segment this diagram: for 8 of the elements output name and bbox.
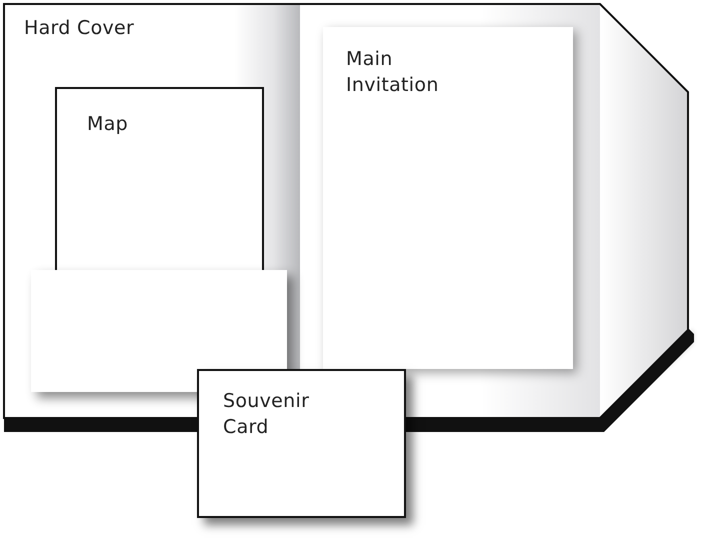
insert-card — [55, 87, 264, 270]
card-label: Map — [87, 112, 128, 137]
pocket-card — [31, 270, 287, 392]
card-label: Souvenir Card — [223, 389, 310, 440]
insert-card — [323, 27, 573, 369]
card-label: Main Invitation — [346, 47, 440, 98]
card-label: Hard Cover — [24, 16, 134, 41]
insert-card — [197, 369, 406, 518]
